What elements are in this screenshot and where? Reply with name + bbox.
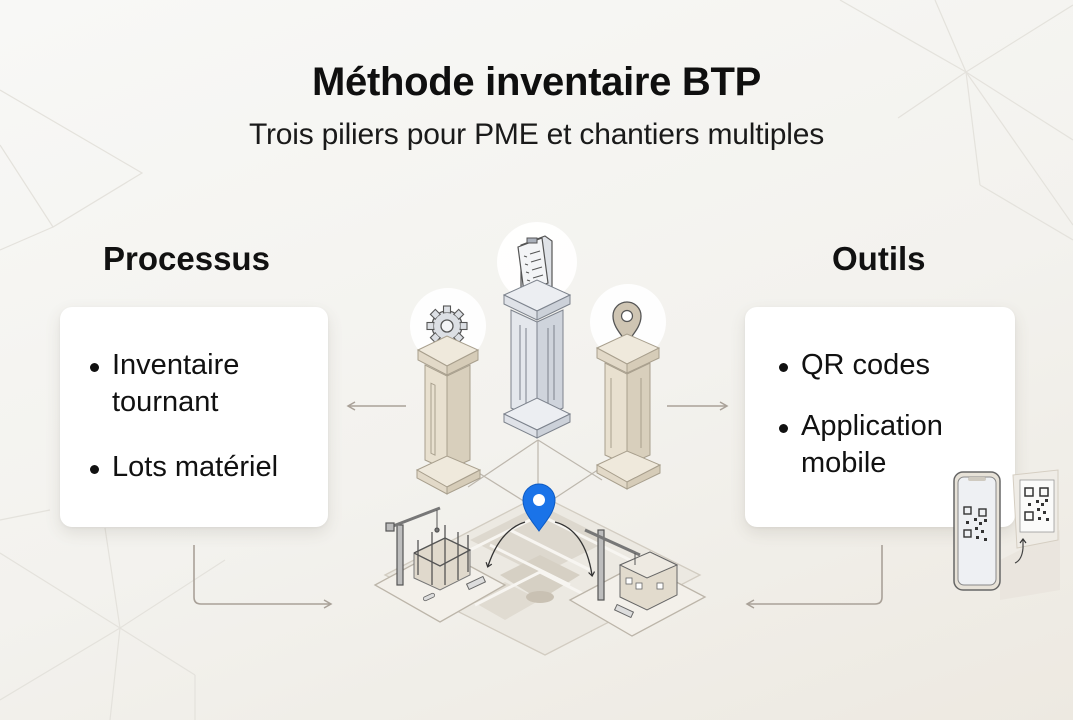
clipboard-checklist-icon [517,235,553,299]
outils-card: QR codes Application mobile [745,307,1015,527]
gear-icon [426,305,468,347]
pillar-left [410,288,486,495]
list-item: QR codes [777,347,1007,384]
arrow-processus-to-sites [193,545,333,609]
section-heading-outils: Outils [832,240,926,277]
city-map-base [383,494,702,656]
section-heading-processus: Processus [103,240,270,277]
list-item: Lots matériel [88,449,318,486]
construction-site-left [373,506,507,623]
page-subtitle: Trois piliers pour PME et chantiers mult… [248,118,825,151]
list-item: Application mobile [777,408,1007,482]
processus-list: Inventaire tournant Lots matériel [88,347,318,514]
map-pin-icon [522,483,556,532]
location-pin-icon [612,301,642,345]
arrow-outils-to-sites [745,545,883,609]
processus-card: Inventaire tournant Lots matériel [60,307,328,527]
qr-code-label [1019,479,1055,533]
outils-list: QR codes Application mobile [777,347,1007,506]
page-title: Méthode inventaire BTP [311,60,762,104]
pillar-right [590,284,666,490]
construction-site-right [568,528,707,637]
list-item: Inventaire tournant [88,347,318,421]
pillar-center [497,222,577,439]
